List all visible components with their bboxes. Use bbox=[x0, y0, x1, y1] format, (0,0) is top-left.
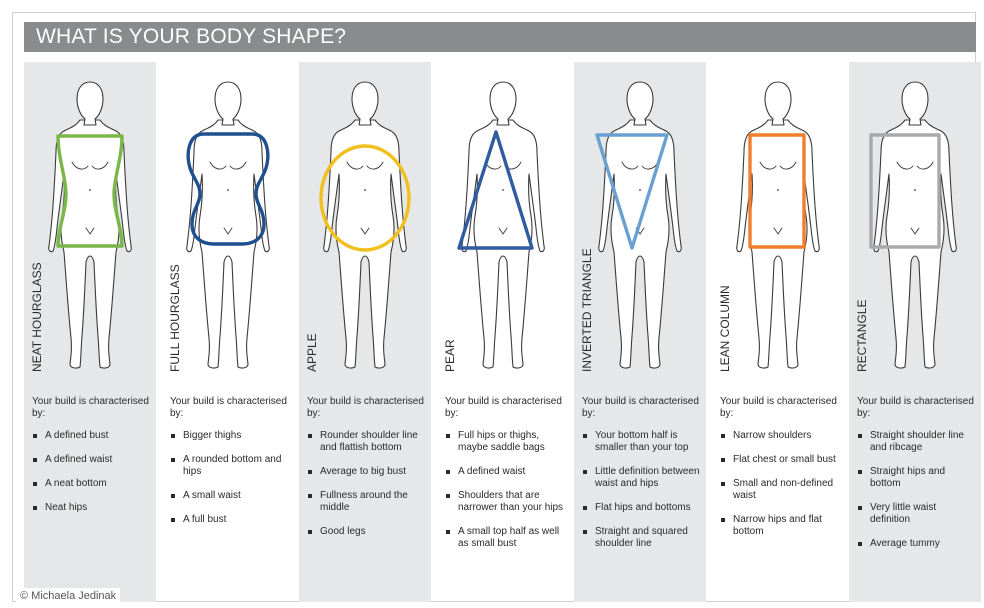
trait-item: Bigger thighs bbox=[170, 430, 290, 442]
trait-item: Average to big bust bbox=[307, 466, 427, 478]
head-outline bbox=[901, 81, 929, 126]
trait-item: A full bust bbox=[170, 514, 290, 526]
shape-column-rectangle: RECTANGLE Your build is characterised by:… bbox=[849, 62, 981, 602]
shape-overlay-column bbox=[748, 133, 806, 249]
photo-credit: © Michaela Jedinak bbox=[16, 588, 121, 606]
trait-list: A defined bust A defined waist A neat bott… bbox=[32, 430, 152, 514]
description-intro: Your build is characterised by: bbox=[170, 396, 287, 419]
shape-description: Your build is characterised by: Straight … bbox=[857, 396, 977, 562]
trait-item: Narrow shoulders bbox=[720, 430, 840, 442]
shape-name-label: APPLE bbox=[305, 333, 319, 372]
shape-name-label: LEAN COLUMN bbox=[718, 285, 732, 372]
shape-overlay-hourglass bbox=[56, 134, 124, 248]
description-intro: Your build is characterised by: bbox=[445, 396, 562, 419]
description-intro: Your build is characterised by: bbox=[720, 396, 837, 419]
trait-item: A rounded bottom and hips bbox=[170, 454, 290, 478]
shape-name-label: RECTANGLE bbox=[855, 299, 869, 372]
trait-item: A neat bottom bbox=[32, 478, 152, 490]
description-intro: Your build is characterised by: bbox=[32, 396, 149, 419]
body-outline bbox=[323, 119, 407, 369]
body-figure bbox=[736, 81, 820, 369]
trait-list: Full hips or thighs, maybe saddle bags A … bbox=[445, 430, 565, 550]
trait-item: Full hips or thighs, maybe saddle bags bbox=[445, 430, 565, 454]
head-outline bbox=[214, 81, 242, 126]
description-intro: Your build is characterised by: bbox=[857, 396, 974, 419]
body-outline bbox=[598, 119, 682, 369]
body-figure bbox=[186, 81, 270, 369]
trait-item: Neat hips bbox=[32, 502, 152, 514]
trait-item: A defined waist bbox=[32, 454, 152, 466]
shape-column-neat-hourglass: NEAT HOURGLASS Your build is characterise… bbox=[24, 62, 156, 602]
shape-description: Your build is characterised by: A defined… bbox=[32, 396, 152, 526]
shape-name-label: INVERTED TRIANGLE bbox=[580, 248, 594, 372]
trait-item: Straight shoulder line and ribcage bbox=[857, 430, 977, 454]
trait-list: Your bottom half is smaller than your to… bbox=[582, 430, 702, 550]
trait-item: Straight hips and bottom bbox=[857, 466, 977, 490]
shape-overlay-inverted-triangle bbox=[595, 133, 669, 250]
shape-name-label: FULL HOURGLASS bbox=[168, 264, 182, 372]
shape-name-label: NEAT HOURGLASS bbox=[30, 262, 44, 372]
trait-item: A defined waist bbox=[445, 466, 565, 478]
description-intro: Your build is characterised by: bbox=[307, 396, 424, 419]
body-figure bbox=[457, 81, 545, 369]
shape-overlay-rectangle bbox=[869, 133, 941, 249]
shape-column-apple: APPLE Your build is characterised by: Roun… bbox=[299, 62, 431, 602]
trait-item: Little definition between waist and hips bbox=[582, 466, 702, 490]
shape-overlay-triangle bbox=[457, 130, 534, 250]
shape-description: Your build is characterised by: Rounder s… bbox=[307, 396, 427, 550]
trait-item: Shoulders that are narrower than your hi… bbox=[445, 490, 565, 514]
trait-list: Rounder shoulder line and flattish botto… bbox=[307, 430, 427, 538]
body-outline bbox=[736, 119, 820, 369]
trait-item: Very little waist definition bbox=[857, 502, 977, 526]
head-outline bbox=[489, 81, 517, 126]
description-intro: Your build is characterised by: bbox=[582, 396, 699, 419]
trait-item: Small and non-defined waist bbox=[720, 478, 840, 502]
shape-column-lean-column: LEAN COLUMN Your build is characterised b… bbox=[712, 62, 844, 602]
trait-item: A small top half as well as small bust bbox=[445, 526, 565, 550]
shape-overlay-full-hourglass bbox=[186, 132, 270, 246]
trait-item: A small waist bbox=[170, 490, 290, 502]
body-shape-columns: NEAT HOURGLASS Your build is characterise… bbox=[24, 62, 981, 602]
body-figure bbox=[869, 81, 957, 369]
trait-list: Bigger thighs A rounded bottom and hips A … bbox=[170, 430, 290, 526]
trait-item: Average tummy bbox=[857, 538, 977, 550]
body-outline bbox=[48, 119, 132, 369]
body-figure bbox=[319, 81, 411, 369]
head-outline bbox=[76, 81, 104, 126]
trait-item: Your bottom half is smaller than your to… bbox=[582, 430, 702, 454]
head-outline bbox=[764, 81, 792, 126]
trait-item: Straight and squared shoulder line bbox=[582, 526, 702, 550]
title-bar: WHAT IS YOUR BODY SHAPE? bbox=[24, 22, 976, 52]
shape-description: Your build is characterised by: Your bott… bbox=[582, 396, 702, 562]
shape-name-label: PEAR bbox=[443, 339, 457, 372]
shape-description: Your build is characterised by: Narrow sh… bbox=[720, 396, 840, 550]
trait-item: Flat chest or small bust bbox=[720, 454, 840, 466]
body-outline bbox=[873, 119, 957, 369]
body-figure bbox=[595, 81, 682, 369]
trait-item: Fullness around the middle bbox=[307, 490, 427, 514]
shape-overlay-oval bbox=[319, 144, 411, 252]
head-outline bbox=[626, 81, 654, 126]
trait-item: Narrow hips and flat bottom bbox=[720, 514, 840, 538]
head-outline bbox=[351, 81, 379, 126]
trait-item: Good legs bbox=[307, 526, 427, 538]
body-outline bbox=[461, 119, 545, 369]
trait-item: Rounder shoulder line and flattish botto… bbox=[307, 430, 427, 454]
shape-column-full-hourglass: FULL HOURGLASS Your build is characterise… bbox=[162, 62, 294, 602]
trait-item: A defined bust bbox=[32, 430, 152, 442]
shape-description: Your build is characterised by: Full hips… bbox=[445, 396, 565, 562]
page-title: WHAT IS YOUR BODY SHAPE? bbox=[36, 25, 347, 48]
trait-item: Flat hips and bottoms bbox=[582, 502, 702, 514]
shape-description: Your build is characterised by: Bigger th… bbox=[170, 396, 290, 538]
body-figure bbox=[48, 81, 132, 369]
shape-column-inverted-triangle: INVERTED TRIANGLE Your build is character… bbox=[574, 62, 706, 602]
shape-column-pear: PEAR Your build is characterised by: Full … bbox=[437, 62, 569, 602]
